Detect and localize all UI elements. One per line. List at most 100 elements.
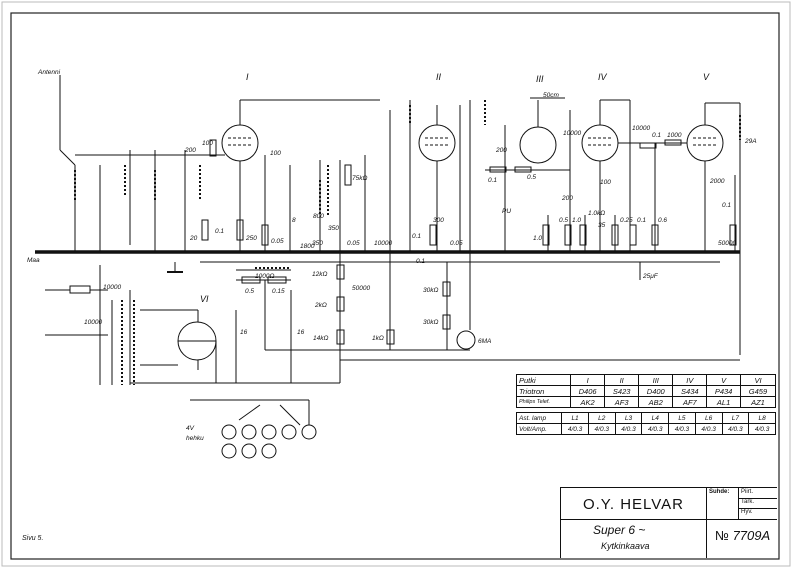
table-header: L5 bbox=[668, 412, 696, 424]
component-label: 0.1 bbox=[412, 233, 421, 240]
component-label: 30kΩ bbox=[423, 319, 438, 326]
component-label: 1.0kΩ bbox=[588, 210, 605, 217]
component-label: 0.25 bbox=[620, 217, 633, 224]
component-label: 16 bbox=[240, 329, 248, 336]
table-header: L3 bbox=[614, 412, 643, 424]
table-header: Ast. lamp bbox=[515, 412, 563, 424]
table-cell: 4/0.3 bbox=[748, 423, 776, 435]
scale-label: Suhde: bbox=[709, 489, 730, 495]
table-cell: Triotron bbox=[516, 385, 571, 397]
model-name: Super 6 ~ bbox=[593, 523, 646, 537]
table-header: L6 bbox=[694, 412, 723, 424]
table-cell: Philips Telef. bbox=[516, 396, 571, 408]
component-label: 0.5 bbox=[527, 174, 536, 181]
table-cell: S423 bbox=[604, 385, 640, 397]
table-header: III bbox=[638, 374, 674, 386]
drawn-label: Piirt. bbox=[741, 489, 753, 495]
component-label: 1.0 bbox=[572, 217, 581, 224]
table-cell: 4/0.3 bbox=[668, 423, 696, 435]
component-label: 30kΩ bbox=[423, 287, 438, 294]
component-label: 2000 bbox=[709, 178, 725, 185]
table-row: Volt/Amp. 4/0.3 4/0.3 4/0.3 4/0.3 4/0.3 … bbox=[515, 423, 776, 435]
component-label: 0.5 bbox=[245, 288, 254, 295]
component-label: 14kΩ bbox=[313, 335, 328, 342]
table-header: L1 bbox=[561, 412, 589, 424]
page-label: Sivu 5. bbox=[22, 535, 43, 542]
table-cell: D406 bbox=[569, 385, 606, 397]
table-cell: 4/0.3 bbox=[614, 423, 643, 435]
table-header: L2 bbox=[587, 412, 616, 424]
component-label: 8 bbox=[292, 217, 296, 224]
title-block: O.Y. HELVAR Suhde: Piirt. Tark. Hyv. Sup… bbox=[560, 487, 777, 558]
table-cell: S434 bbox=[672, 385, 708, 397]
meter-label: 6MA bbox=[478, 338, 491, 345]
component-label: 1000Ω bbox=[255, 273, 274, 280]
component-label: 16 bbox=[297, 329, 305, 336]
table-header: V bbox=[706, 374, 741, 386]
component-label: 75kΩ bbox=[352, 175, 367, 182]
drawing-number: № 7709A bbox=[715, 528, 770, 543]
table-cell: P434 bbox=[706, 385, 741, 397]
table-row: Philips Telef. AK2 AF3 AB2 AF7 AL1 AZ1 bbox=[516, 396, 777, 408]
component-label: 250 bbox=[245, 235, 257, 242]
component-label: 50cm bbox=[543, 92, 559, 99]
ground-label: Maa bbox=[27, 257, 40, 264]
table-cell: AZ1 bbox=[739, 396, 777, 408]
table-cell: 4/0.3 bbox=[561, 423, 589, 435]
component-label: 0.1 bbox=[215, 228, 224, 235]
number-value: 7709A bbox=[732, 528, 771, 543]
table-cell: D400 bbox=[638, 385, 674, 397]
tube-label-V: V bbox=[703, 72, 710, 82]
tube-III bbox=[519, 126, 557, 164]
table-cell: 4/0.3 bbox=[587, 423, 616, 435]
heater-voltage-label: 4V bbox=[186, 425, 195, 432]
component-label: 0.5 bbox=[559, 217, 568, 224]
component-label: 1.0 bbox=[533, 235, 542, 242]
component-label: 25μF bbox=[642, 273, 659, 280]
tube-label-IV: IV bbox=[598, 72, 608, 82]
milliammeter bbox=[456, 330, 476, 350]
lamp-table: Ast. lamp L1 L2 L3 L4 L5 L6 L7 L8 Volt/A… bbox=[515, 412, 776, 435]
tube-I bbox=[221, 124, 259, 162]
table-header: VI bbox=[739, 374, 777, 386]
table-cell: 4/0.3 bbox=[694, 423, 723, 435]
table-row: Triotron D406 S423 D400 S434 P434 G459 bbox=[516, 385, 777, 397]
table-header: L8 bbox=[748, 412, 776, 424]
tube-table: Putki I II III IV V VI Triotron D406 S42… bbox=[516, 374, 777, 408]
tube-V bbox=[686, 124, 724, 162]
component-label: 50000 bbox=[718, 240, 736, 247]
component-label: 0.6 bbox=[658, 217, 667, 224]
approved-label: Hyv. bbox=[741, 509, 753, 515]
component-label: 0.05 bbox=[271, 238, 284, 245]
component-label: 1kΩ bbox=[372, 335, 384, 342]
component-label: 0.05 bbox=[347, 240, 360, 247]
table-row: Ast. lamp L1 L2 L3 L4 L5 L6 L7 L8 bbox=[515, 412, 776, 424]
tube-label-I: I bbox=[246, 72, 249, 82]
component-label: 29A bbox=[744, 138, 757, 145]
table-cell: 4/0.3 bbox=[721, 423, 750, 435]
component-label: 10000 bbox=[84, 319, 102, 326]
table-cell: AB2 bbox=[638, 396, 674, 408]
checked-label: Tark. bbox=[741, 499, 755, 505]
table-header: IV bbox=[672, 374, 708, 386]
component-label: 100 bbox=[270, 150, 281, 157]
component-label: 0.1 bbox=[488, 177, 497, 184]
component-label: 350 bbox=[328, 225, 339, 232]
component-label: 800 bbox=[313, 213, 324, 220]
table-cell: Volt/Amp. bbox=[515, 423, 563, 435]
table-row: Putki I II III IV V VI bbox=[516, 374, 777, 386]
component-label: 200 bbox=[495, 147, 507, 154]
component-label: 10000 bbox=[374, 240, 392, 247]
component-label: 0.1 bbox=[637, 217, 646, 224]
number-prefix: № bbox=[715, 528, 729, 543]
component-label: 1800 bbox=[300, 243, 315, 250]
component-label: 200 bbox=[184, 147, 196, 154]
component-label: 0.1 bbox=[416, 258, 425, 265]
component-label: 0.1 bbox=[652, 132, 661, 139]
component-label: 50000 bbox=[352, 285, 370, 292]
component-label: 300 bbox=[433, 217, 444, 224]
drawing-frame bbox=[10, 12, 780, 560]
table-cell: G459 bbox=[739, 385, 777, 397]
component-label: 100 bbox=[202, 140, 213, 147]
